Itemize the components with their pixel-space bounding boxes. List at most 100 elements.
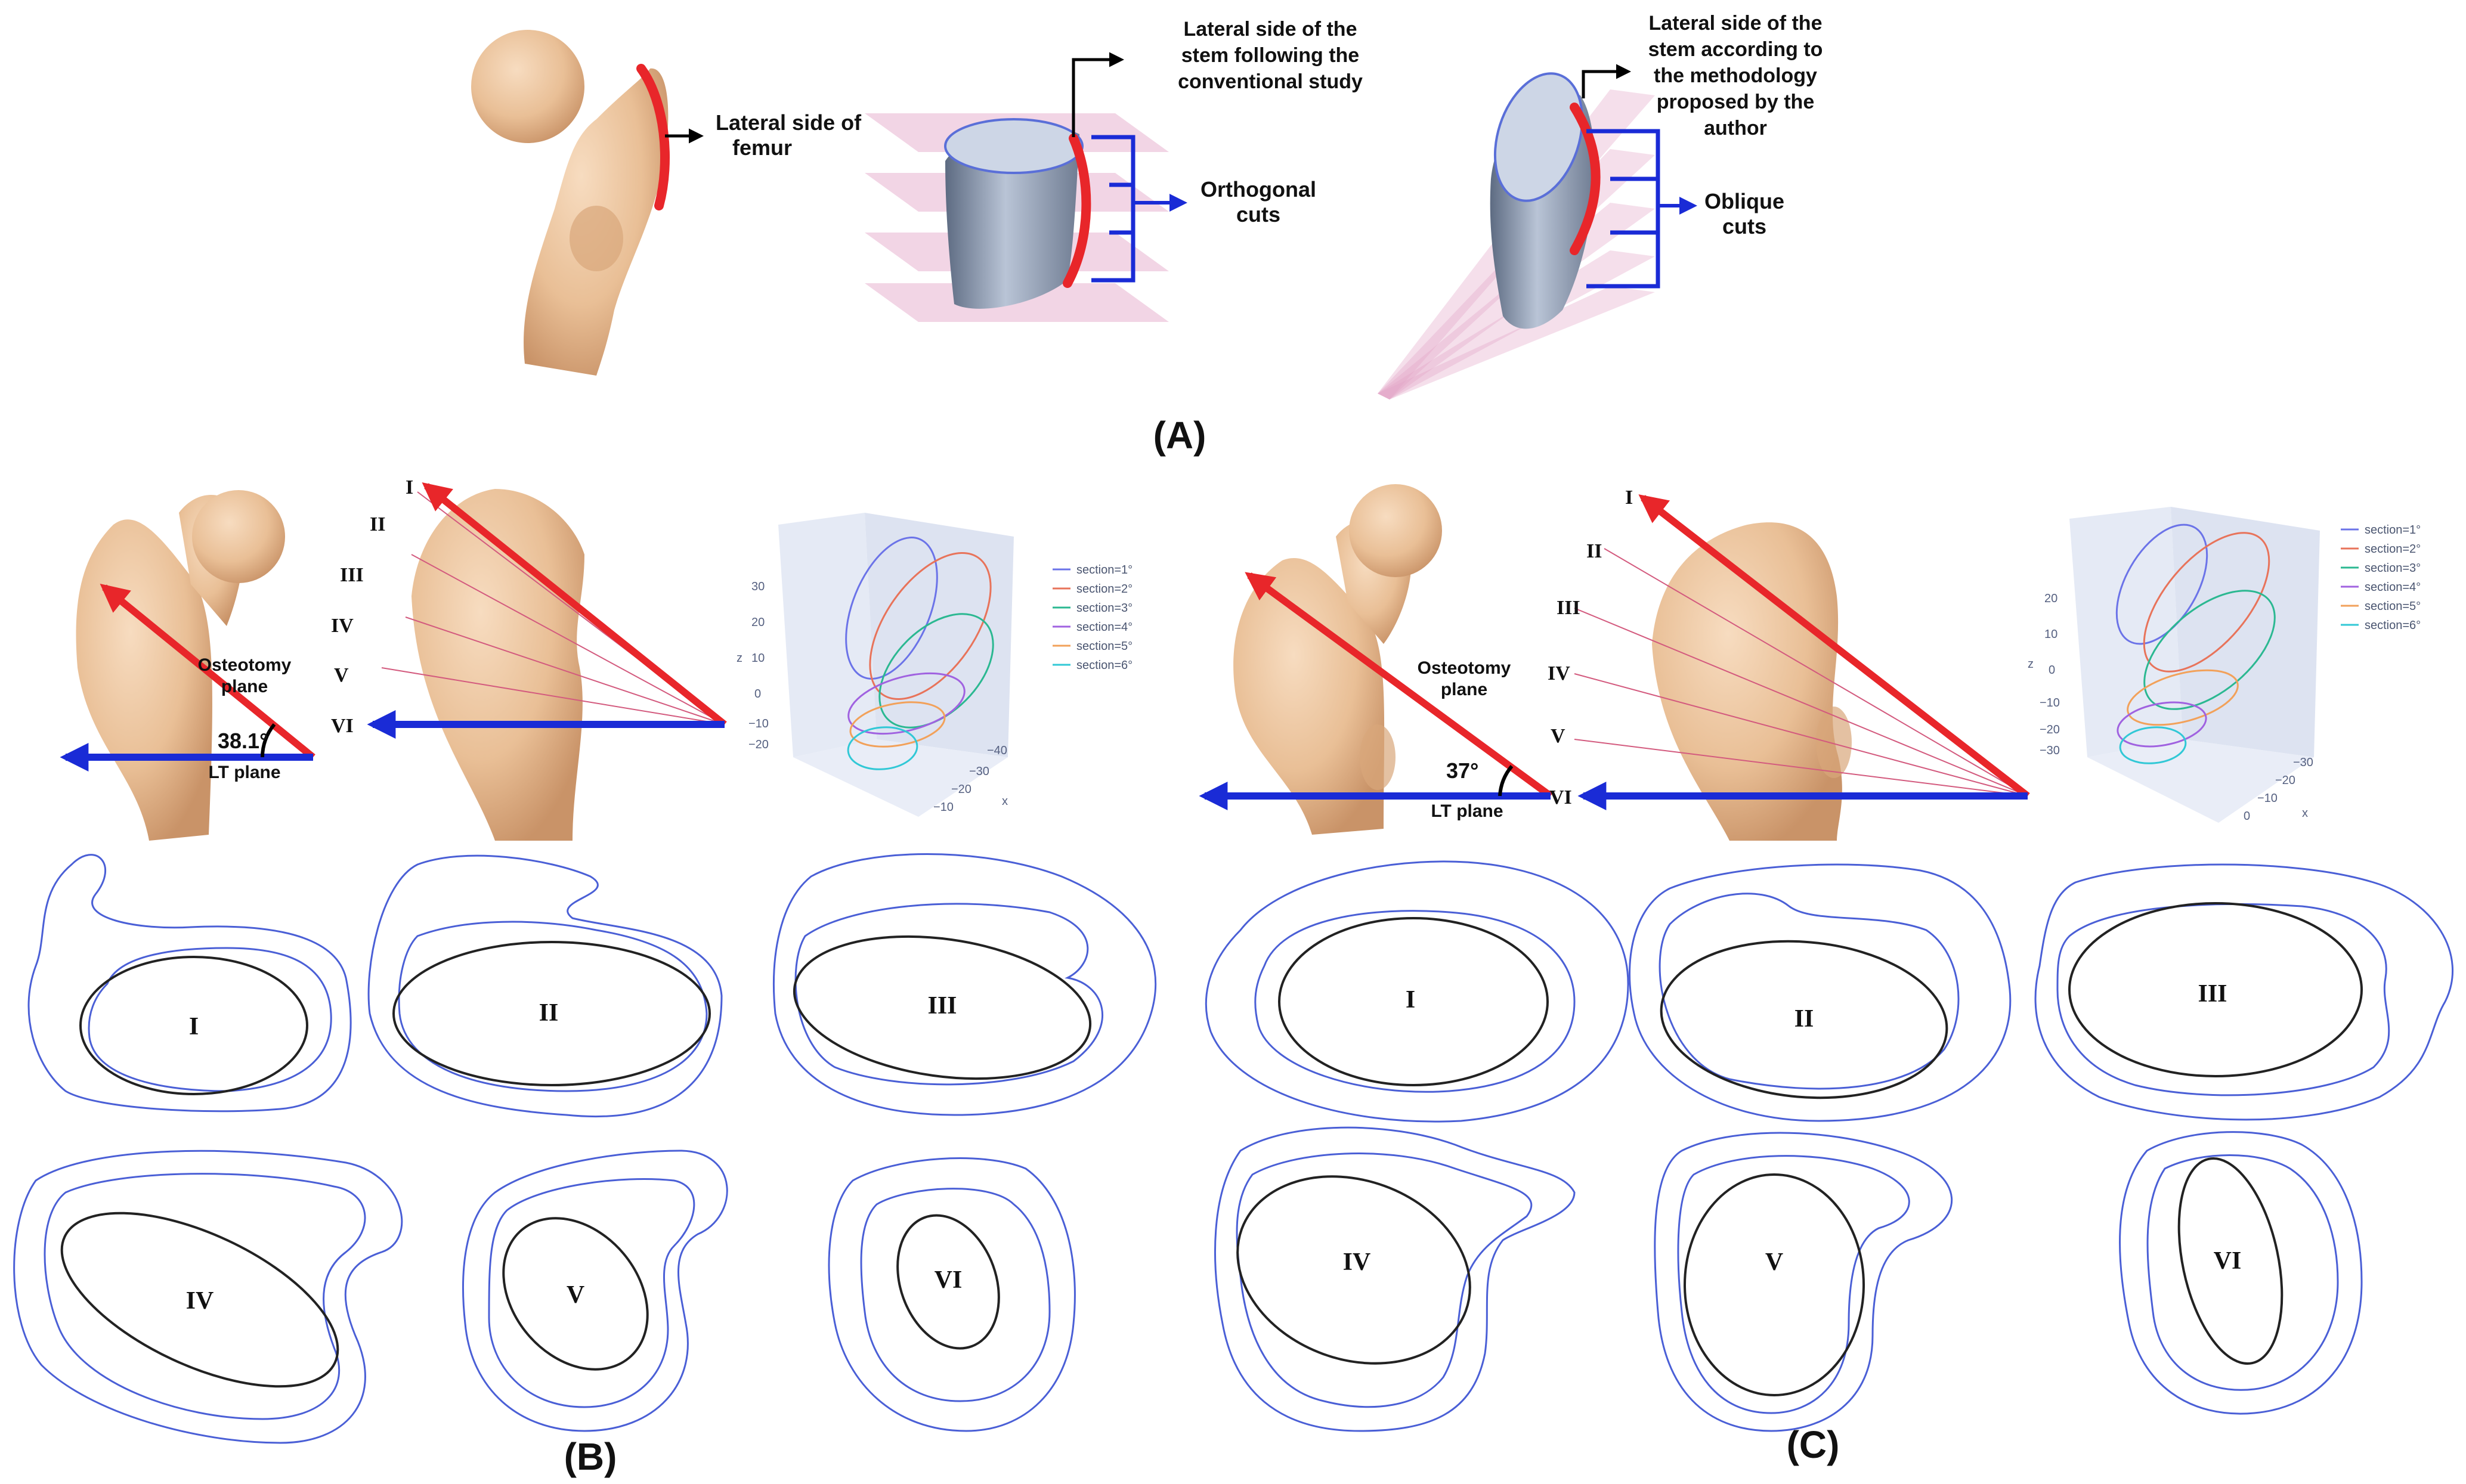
osteotomy-arrow-b <box>100 583 315 760</box>
orthogonal-stem-model <box>865 113 1169 322</box>
plot-b-z-tick-1: 30 <box>751 580 765 593</box>
section-c-label-3: III <box>2198 980 2227 1008</box>
plot-c-legend-4: section=4° <box>2365 581 2421 594</box>
ray-label-c-6: VI <box>1549 786 1572 808</box>
femur-model-a <box>471 30 669 376</box>
plot-c-series-2 <box>2143 532 2270 673</box>
ray-label-b-1: I <box>406 476 413 498</box>
angle-value-c: 37° <box>1446 758 1478 783</box>
plot-b-x-tick-3: −20 <box>951 783 971 796</box>
plot-c-legend-3: section=3° <box>2365 562 2421 575</box>
oblique-stem-model <box>1378 72 1660 399</box>
lt-label-b: LT plane <box>208 763 280 782</box>
rays-b <box>381 491 725 725</box>
ray-label-c-1: I <box>1625 487 1633 509</box>
plot-c-legend-2: section=2° <box>2365 543 2421 556</box>
plot-3d-c: 20 10 0 −10 −20 −30 z −30 −20 −10 0 x <box>2028 507 2320 823</box>
plot-c-z-tick-4: −10 <box>2040 696 2060 710</box>
plot-b-legend-6: section=6° <box>1076 659 1133 672</box>
ray-label-b-5: V <box>334 664 349 686</box>
plot-b-series-6 <box>847 726 918 770</box>
section-b-label-3: III <box>927 992 957 1020</box>
plot-c-x-axis: x <box>2302 807 2308 820</box>
plot-b-legend: section=1° section=2° section=3° section… <box>1053 563 1133 672</box>
plot-3d-b: 30 20 10 0 −10 −20 z −40 −30 −20 −10 x <box>737 513 1014 817</box>
section-c-6: VI <box>2119 1131 2363 1415</box>
plot-c-z-tick-3: 0 <box>2049 664 2055 677</box>
section-b-1: I <box>27 854 352 1113</box>
section-c-3: III <box>2034 863 2454 1121</box>
plot-b-legend-5: section=5° <box>1076 640 1133 653</box>
section-c-2: II <box>1629 863 2012 1122</box>
section-c-label-2: II <box>1794 1005 1814 1033</box>
section-b-label-2: II <box>539 999 559 1027</box>
plot-b-legend-4: section=4° <box>1076 621 1133 634</box>
femur-label-line1: Lateral side of <box>716 110 862 135</box>
panel-a-label: (A) <box>1153 414 1206 457</box>
section-b-5: V <box>462 1150 728 1432</box>
femur-lateral-arc <box>636 64 670 210</box>
panel-a: Lateral side of femur Lateral side of th… <box>471 12 1823 457</box>
section-b-label-5: V <box>567 1281 584 1309</box>
section-b-label-1: I <box>189 1013 199 1040</box>
femur-label: Lateral side of femur <box>716 110 867 160</box>
plot-c-legend-5: section=5° <box>2365 600 2421 613</box>
plot-c-z-tick-6: −30 <box>2040 744 2060 757</box>
section-c-label-5: V <box>1765 1248 1783 1276</box>
plot-c-x-tick-4: 0 <box>2244 810 2250 823</box>
plot-b-series-4 <box>847 672 966 735</box>
plot-b-series-3 <box>878 613 994 729</box>
section-c-1: I <box>1205 860 1629 1123</box>
osteotomy-arrow-c <box>1245 572 1553 799</box>
sections-b: I II III IV <box>13 853 1157 1444</box>
panel-b-label: (B) <box>564 1435 617 1478</box>
plot-c-legend-1: section=1° <box>2365 523 2421 537</box>
femur-model-c-large <box>1652 522 1852 841</box>
plot-c-z-tick-1: 20 <box>2044 592 2057 605</box>
plot-b-z-axis: z <box>737 652 742 665</box>
panel-c-label: (C) <box>1787 1423 1840 1466</box>
ray-label-c-4: IV <box>1548 662 1570 684</box>
rays-c <box>1574 548 2028 797</box>
sections-c: I II III IV <box>1205 860 2454 1432</box>
ray-label-b-3: III <box>340 564 364 586</box>
plot-c-series-6 <box>2119 726 2187 764</box>
plot-c-series-5 <box>2117 701 2207 748</box>
section-b-4: IV <box>13 1150 403 1444</box>
plot-b-z-tick-4: 0 <box>754 687 761 701</box>
plot-b-legend-3: section=3° <box>1076 602 1133 615</box>
plot-c-legend-6: section=6° <box>2365 619 2421 632</box>
section-b-2: II <box>367 854 723 1118</box>
plot-b-x-axis: x <box>1002 795 1008 808</box>
section-b-3: III <box>773 853 1157 1116</box>
plot-c-legend: section=1° section=2° section=3° section… <box>2341 523 2421 632</box>
lt-label-c: LT plane <box>1431 801 1503 821</box>
conventional-arrow <box>1072 52 1124 137</box>
angle-arc-b <box>260 723 276 758</box>
section-c-5: V <box>1654 1132 1953 1432</box>
section-b-6: VI <box>828 1157 1076 1432</box>
plot-b-z-tick-3: 10 <box>751 652 765 665</box>
plot-c-z-tick-5: −20 <box>2040 723 2060 736</box>
plot-c-z-axis: z <box>2028 658 2034 671</box>
femur-model-c-small <box>1233 484 1442 835</box>
ray-label-c-2: II <box>1586 540 1602 562</box>
ray-i-arrow-b <box>422 482 727 727</box>
plot-b-series-2 <box>869 552 992 700</box>
section-b-label-6: VI <box>935 1266 963 1294</box>
angle-value-b: 38.1° <box>218 729 268 753</box>
section-b-label-4: IV <box>186 1287 214 1315</box>
plot-c-x-tick-1: −30 <box>2293 756 2313 769</box>
ray-label-c-5: V <box>1551 725 1565 747</box>
plot-b-x-tick-1: −40 <box>987 744 1007 757</box>
plot-c-series-1 <box>2115 523 2208 645</box>
ray-label-b-6: VI <box>331 715 354 737</box>
ray-label-b-2: II <box>370 513 385 535</box>
ray-label-c-3: III <box>1557 597 1580 619</box>
plot-c-z-tick-2: 10 <box>2044 628 2057 641</box>
